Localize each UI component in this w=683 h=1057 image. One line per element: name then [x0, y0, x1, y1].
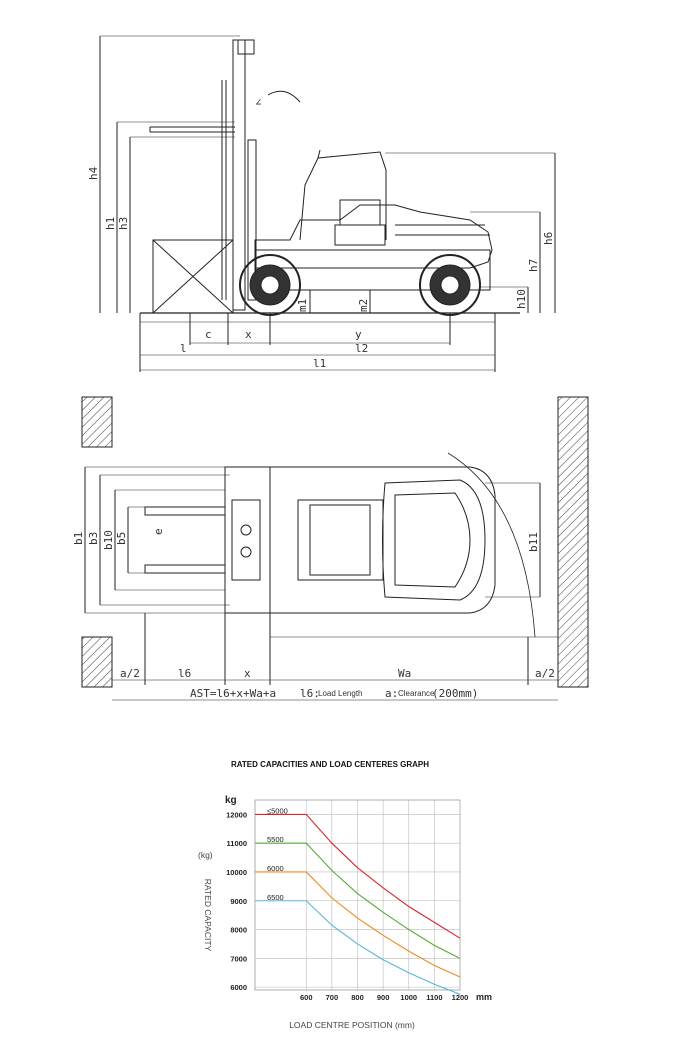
series-line — [255, 871, 461, 978]
dim-b5: b5 — [115, 532, 128, 545]
chart-ticks: 600 700 800 900 1000 1100 1200 6000 7000 8000 9000… — [226, 810, 468, 1002]
dim-l1: l1 — [313, 357, 326, 370]
dim-wa: Wa — [398, 667, 411, 680]
dim-h3: h3 — [117, 217, 130, 230]
y-tick-label: 10000 — [226, 868, 247, 877]
series-line — [255, 900, 461, 995]
dim-a-half-right: a/2 — [535, 667, 555, 680]
dim-b3: b3 — [87, 532, 100, 545]
y-tick-label: 9000 — [230, 897, 247, 906]
svg-text:∠: ∠ — [255, 96, 262, 109]
x-tick-label: 900 — [377, 993, 390, 1002]
dim-b10: b10 — [102, 530, 115, 550]
dim-h6: h6 — [542, 232, 555, 245]
dim-h1: h1 — [104, 217, 117, 230]
dim-m2: m2 — [357, 299, 370, 312]
dim-m1: m1 — [296, 299, 309, 312]
truck-body — [254, 149, 493, 291]
a-value: (200mm) — [432, 687, 478, 700]
dim-b11: b11 — [527, 532, 540, 552]
y-tick-label: 8000 — [230, 926, 247, 935]
chart-grid — [254, 799, 461, 991]
chart-title: RATED CAPACITIES AND LOAD CENTERES GRAPH — [231, 760, 429, 769]
dim-c: c — [205, 328, 212, 341]
a-note: Clearance — [398, 689, 435, 698]
rear-wheel — [419, 254, 481, 316]
wall-top-left — [81, 396, 113, 448]
mast — [221, 39, 257, 311]
chart-lines: ≤5000 5500 6000 6500 — [255, 806, 461, 995]
y-unit-label: (kg) — [198, 850, 213, 860]
y-tick-label: 12000 — [226, 810, 247, 819]
y-tick-label: 7000 — [230, 954, 247, 963]
dim-x: x — [245, 328, 252, 341]
side-view-labels: h4 h1 h3 h6 h7 h10 m1 m2 c x y l l2 l1 — [87, 166, 555, 370]
dim-b1: b1 — [72, 532, 85, 545]
x-tick-label: 1200 — [452, 993, 469, 1002]
y-unit-top: kg — [225, 795, 237, 806]
side-view-drawing: ∠ — [99, 35, 556, 372]
x-tick-label: 1100 — [426, 993, 442, 1002]
x-tick-label: 700 — [326, 993, 339, 1002]
dim-e: e — [152, 528, 165, 535]
x-axis-label: LOAD CENTRE POSITION (mm) — [289, 1020, 415, 1030]
series-label: 6500 — [267, 893, 284, 902]
dim-a-half-left: a/2 — [120, 667, 140, 680]
y-tick-label: 6000 — [230, 983, 247, 992]
series-label: 5500 — [267, 835, 284, 844]
dim-l2: l2 — [355, 342, 368, 355]
top-view-drawing — [81, 396, 589, 701]
dim-l: l — [180, 342, 187, 355]
l6-label: l6: — [300, 687, 320, 700]
ast-formula: AST=l6+x+Wa+a — [190, 687, 276, 700]
dim-h4: h4 — [87, 166, 100, 180]
x-unit: mm — [476, 992, 492, 1002]
x-tick-label: 1000 — [400, 993, 417, 1002]
capacity-chart: RATED CAPACITIES AND LOAD CENTERES GRAPH… — [198, 760, 492, 1030]
l6-note: Load Length — [318, 689, 363, 698]
load-box — [152, 239, 234, 314]
top-view-labels: b1 b3 b10 b5 b11 e a/2 l6 x Wa a/2 AST=l… — [72, 528, 555, 700]
dim-h10: h10 — [515, 289, 528, 309]
wall-bottom-left — [81, 636, 113, 688]
dim-h7: h7 — [527, 259, 540, 272]
x-tick-label: 600 — [300, 993, 313, 1002]
series-line — [255, 813, 461, 939]
dim-l6: l6 — [178, 667, 191, 680]
dim-y: y — [355, 328, 362, 341]
y-tick-label: 11000 — [227, 839, 247, 848]
series-label: 6000 — [267, 864, 284, 873]
a-label: a: — [385, 687, 398, 700]
front-wheel — [239, 254, 301, 316]
series-line — [255, 842, 461, 959]
y-axis-label: RATED CAPACITY — [203, 879, 213, 952]
series-label: ≤5000 — [267, 806, 288, 815]
wall-right — [557, 396, 589, 688]
dim-x-top: x — [244, 667, 251, 680]
x-tick-label: 800 — [351, 993, 364, 1002]
